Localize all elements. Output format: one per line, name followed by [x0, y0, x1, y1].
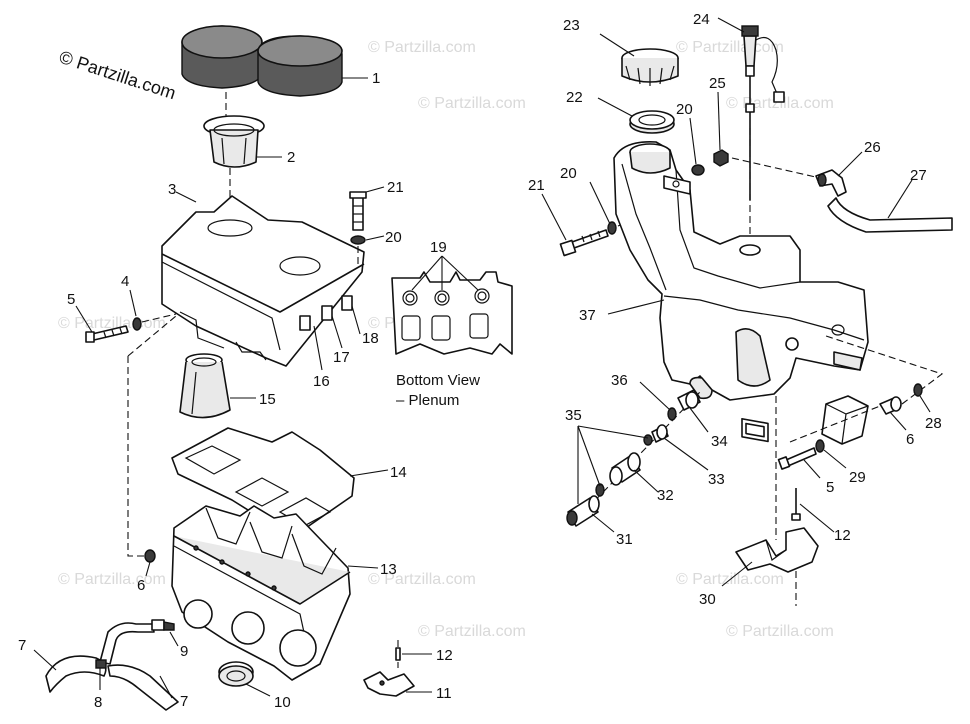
copyright-label: © Partzilla.com [57, 47, 179, 104]
watermark: © Partzilla.com [676, 39, 784, 56]
screw-5-right [777, 439, 825, 470]
nut-6-right [879, 396, 902, 415]
oil-tank [613, 141, 869, 443]
watermark: © Partzilla.com [726, 623, 834, 640]
callout-17: 17 [333, 349, 350, 366]
callout-26: 26 [864, 139, 881, 156]
screw-5-left [85, 313, 177, 343]
plenum-gasket [171, 427, 355, 533]
callout-11: 11 [436, 685, 452, 702]
callout-6-left: 6 [137, 577, 145, 594]
watermark: © Partzilla.com [368, 571, 476, 588]
callout-24: 24 [693, 11, 710, 28]
level-sensor [741, 25, 785, 244]
callout-5-right: 5 [826, 479, 834, 496]
callout-30: 30 [699, 591, 716, 608]
callout-19: 19 [430, 239, 447, 256]
caption-line-2: – Plenum [396, 392, 459, 409]
watermark: © Partzilla.com [368, 39, 476, 56]
nut-25 [713, 149, 729, 167]
callout-8: 8 [94, 694, 102, 711]
callout-21-right: 21 [528, 177, 545, 194]
callout-2: 2 [287, 149, 295, 166]
callout-1: 1 [372, 70, 380, 87]
callout-9: 9 [180, 643, 188, 660]
callout-20-mid: 20 [560, 165, 577, 182]
intake-boot [203, 92, 265, 168]
washer-20-right [691, 164, 705, 176]
callout-7-right: 7 [180, 693, 188, 710]
callout-6-right: 6 [906, 431, 914, 448]
callout-15: 15 [259, 391, 276, 408]
callout-36: 36 [611, 372, 628, 389]
callout-31: 31 [616, 531, 633, 548]
callout-20-left: 20 [385, 229, 402, 246]
air-box-cover [161, 168, 365, 367]
vent-hose [827, 197, 953, 233]
watermark: © Partzilla.com [418, 95, 526, 112]
callout-10: 10 [274, 694, 291, 711]
callout-20-right: 20 [676, 101, 693, 118]
callout-16: 16 [313, 373, 330, 390]
callout-22: 22 [566, 89, 583, 106]
washer-28 [913, 383, 923, 397]
nut-6-left [144, 549, 156, 563]
elbow-fitting [815, 169, 847, 197]
callout-5-left: 5 [67, 291, 75, 308]
callout-12-right: 12 [834, 527, 851, 544]
tank-cap [621, 48, 679, 86]
plenum-bottom-view [391, 255, 513, 355]
cap-gasket [629, 110, 675, 134]
callout-35: 35 [565, 407, 582, 424]
callout-12-left: 12 [436, 647, 453, 664]
callout-28: 28 [925, 415, 942, 432]
callout-25: 25 [709, 75, 726, 92]
callout-21-left: 21 [387, 179, 404, 196]
watermark: © Partzilla.com [58, 571, 166, 588]
bracket-small [363, 640, 415, 697]
clamp-35 [595, 483, 605, 497]
drain-hose [45, 619, 179, 711]
air-filter-pair [181, 25, 343, 97]
mount-bracket-30 [735, 527, 819, 573]
air-box-base [171, 505, 351, 681]
callout-7-left: 7 [18, 637, 26, 654]
callout-18: 18 [362, 330, 379, 347]
intake-duct [179, 353, 231, 419]
caption-line-1: Bottom View [396, 372, 480, 389]
callout-32: 32 [657, 487, 674, 504]
callout-27: 27 [910, 167, 927, 184]
callout-3: 3 [168, 181, 176, 198]
callout-14: 14 [390, 464, 407, 481]
callout-33: 33 [708, 471, 725, 488]
filter-32 [609, 452, 641, 486]
fitting-33 [643, 424, 669, 446]
hose-31 [566, 495, 600, 527]
watermark: © Partzilla.com [418, 623, 526, 640]
bolt-12-right [791, 488, 801, 521]
grommet [218, 661, 254, 687]
washer-36 [667, 407, 677, 421]
callout-4: 4 [121, 273, 129, 290]
fitting-34 [677, 389, 701, 411]
callout-34: 34 [711, 433, 728, 450]
callout-13: 13 [380, 561, 397, 578]
screw-21-left [349, 191, 367, 266]
callout-23: 23 [563, 17, 580, 34]
callout-29: 29 [849, 469, 866, 486]
callout-37: 37 [579, 307, 596, 324]
